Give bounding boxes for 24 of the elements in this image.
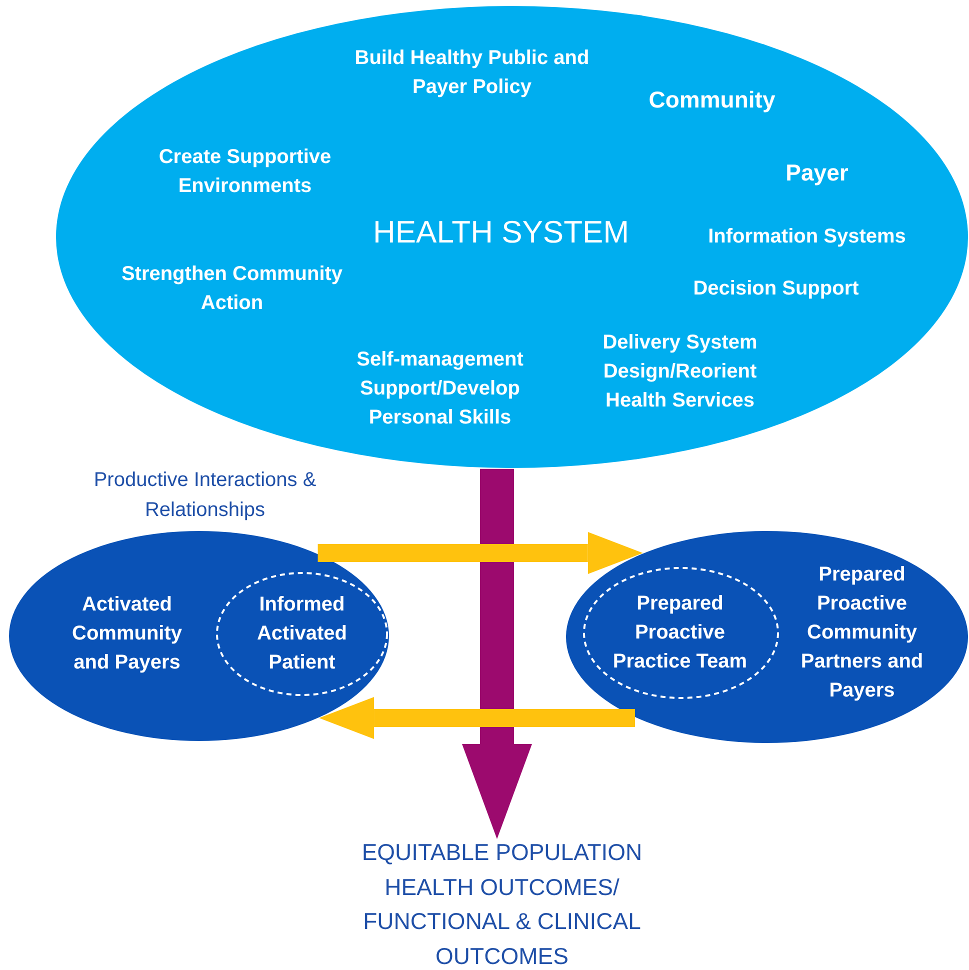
component-label: Strengthen Community Action [120, 262, 344, 316]
ellipse-label: Activated Community and Payers [71, 592, 183, 676]
arrow [462, 468, 532, 839]
community-ellipse [8, 530, 390, 742]
component-label: Delivery System Design/Reorient Health Services [602, 330, 758, 414]
ellipse-label: Prepared Proactive Practice Team [612, 592, 748, 674]
arrow [319, 697, 635, 739]
ellipse-label: Informed Activated Patient [256, 592, 348, 676]
health-system-ellipse [55, 5, 969, 469]
dashed-ellipse [216, 572, 388, 696]
interaction-label: Productive Interactions & Relationships [92, 468, 318, 523]
ellipse-label: Prepared Proactive Community Partners and Payers [800, 562, 924, 704]
dashed-ellipse [583, 567, 779, 699]
health-system-title: HEALTH SYSTEM [372, 214, 630, 252]
component-label: Community [648, 85, 776, 114]
component-label: Self-management Support/Develop Personal Skills [356, 348, 524, 430]
practice-ellipse [565, 530, 969, 744]
component-label: Payer [784, 158, 850, 188]
arrow [318, 532, 643, 574]
component-label: Build Healthy Public and Payer Policy [354, 46, 590, 100]
component-label: Create Supportive Environments [158, 145, 332, 199]
component-label: Decision Support [692, 276, 860, 302]
outcomes-label: EQUITABLE POPULATION HEALTH OUTCOMES/ FUNCTIONAL & CLINICAL OUTCOMES [360, 838, 644, 970]
component-label: Information Systems [707, 224, 907, 250]
